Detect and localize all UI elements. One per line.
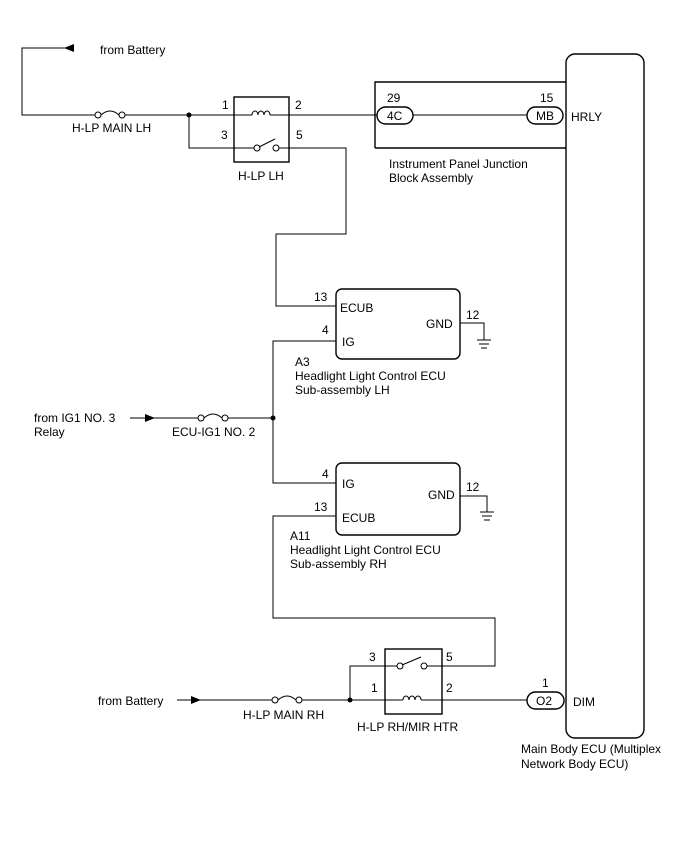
a11-name-line1: Headlight Light Control ECU [290, 543, 441, 557]
main-body-ecu: HRLY DIM Main Body ECU (Multiplex Networ… [521, 53, 661, 771]
a3-ecub-label: ECUB [340, 301, 373, 315]
pin-5-label: 5 [296, 128, 303, 142]
a11-code: A11 [290, 529, 311, 543]
relay-name-h-lp-lh: H-LP LH [238, 169, 284, 183]
ground-icon [477, 339, 491, 349]
connector-mb [526, 106, 564, 125]
ecu-a11-box [335, 462, 461, 536]
battery-wire-lh [21, 47, 95, 116]
a11-ig-label: IG [342, 477, 355, 491]
fuse-label-ecu-ig1: ECU-IG1 NO. 2 [172, 425, 256, 439]
wire-lh-ecub [275, 147, 347, 307]
main-body-ecu-box [565, 53, 645, 739]
pin-3-label: 3 [369, 650, 376, 664]
instrument-panel-junction-block: 29 4C 15 MB Instrument Panel Junction Bl… [374, 81, 566, 185]
relay-switch-icon [401, 656, 422, 666]
wire-ig-branch [272, 340, 336, 484]
switch-contact-left [396, 662, 404, 670]
pin-3-label: 3 [221, 128, 228, 142]
a11-name-line2: Sub-assembly RH [290, 557, 387, 571]
ecu-a11-rh: 4 IG 13 ECUB GND 12 A11 Headlight Light … [290, 462, 494, 571]
pin-15-label: 15 [540, 91, 554, 105]
from-battery-label-top: from Battery [100, 43, 165, 57]
connector-o2-group: 1 O2 [526, 676, 565, 710]
a11-ecub-label: ECUB [342, 511, 375, 525]
fuse-element-icon [277, 695, 297, 701]
battery-arrow-icon [64, 44, 74, 52]
wire-to-relay-pin3 [188, 115, 234, 149]
a3-code: A3 [295, 355, 310, 369]
from-battery-label-bottom: from Battery [98, 694, 163, 708]
relay-coil-icon [402, 695, 422, 701]
dim-label: DIM [573, 695, 595, 709]
a3-ground-wire [460, 322, 485, 340]
fuse-label-h-lp-main-rh: H-LP MAIN RH [243, 708, 324, 722]
ecu-a3-lh: 13 ECUB 4 IG GND 12 A3 Headlight Light C… [295, 288, 491, 397]
bottom-battery-feed: from Battery H-LP MAIN RH [98, 665, 385, 722]
relay-h-lp-rh-mir-htr: 3 5 1 2 H-LP RH/MIR HTR [357, 648, 458, 734]
fuse-terminal-right [221, 414, 229, 422]
a3-name-line1: Headlight Light Control ECU [295, 369, 446, 383]
a3-pin-4: 4 [322, 323, 329, 337]
ground-icon [480, 511, 494, 521]
pin-1-label: 1 [222, 98, 229, 112]
ecu-a3-box [335, 288, 461, 360]
switch-contact-left [253, 144, 261, 152]
battery-arrow-icon [191, 696, 201, 704]
fuse-label-h-lp-main-lh: H-LP MAIN LH [72, 121, 151, 135]
fuse-element-icon [203, 413, 223, 419]
main-ecu-name-line2: Network Body ECU) [521, 757, 628, 771]
a3-name-line2: Sub-assembly LH [295, 383, 390, 397]
hrly-label: HRLY [571, 110, 602, 124]
relay-box [233, 96, 290, 163]
connector-4c-label: 4C [387, 109, 403, 123]
top-battery-feed: from Battery [21, 43, 165, 116]
pin-2-label: 2 [295, 98, 302, 112]
connector-o2 [526, 691, 565, 710]
fuse-terminal-left [94, 111, 102, 119]
pin-29-label: 29 [387, 91, 401, 105]
a11-pin-12: 12 [466, 480, 480, 494]
a3-gnd-label: GND [426, 317, 453, 331]
main-ecu-name-line1: Main Body ECU (Multiplex [521, 742, 661, 756]
relay-coil-icon [251, 110, 271, 116]
connector-o2-label: O2 [536, 694, 552, 708]
relay-name-h-lp-rh: H-LP RH/MIR HTR [357, 720, 458, 734]
a3-ig-label: IG [342, 335, 355, 349]
ipjb-name-line1: Instrument Panel Junction [389, 157, 528, 171]
a11-gnd-label: GND [428, 488, 455, 502]
pin-1-label: 1 [371, 681, 378, 695]
dim-pin-1: 1 [542, 676, 549, 690]
ipjb-box [374, 81, 566, 148]
fuse-terminal-left [271, 696, 279, 704]
wire-to-relay-pin3 [349, 665, 385, 700]
connector-mb-label: MB [536, 109, 554, 123]
wire-rh-ecub [272, 515, 496, 667]
relay-switch-icon [258, 138, 276, 148]
pin-5-label: 5 [446, 650, 453, 664]
fuse-terminal-left [197, 414, 205, 422]
ipjb-name-line2: Block Assembly [389, 171, 473, 185]
fuse-element-icon [100, 110, 120, 116]
relay-h-lp-lh: 1 2 3 5 H-LP LH [221, 96, 303, 183]
a11-ground-wire [460, 495, 488, 512]
from-ig1-label-1: from IG1 NO. 3 [34, 411, 116, 425]
ig1-arrow-icon [145, 414, 155, 422]
fuse-terminal-right [295, 696, 303, 704]
a11-pin-13: 13 [314, 500, 328, 514]
ig1-feed: from IG1 NO. 3 Relay ECU-IG1 NO. 2 [34, 340, 336, 484]
relay-box [384, 648, 443, 715]
a3-pin-13: 13 [314, 290, 328, 304]
a11-pin-4: 4 [322, 467, 329, 481]
from-ig1-label-2: Relay [34, 425, 65, 439]
a3-pin-12: 12 [466, 308, 480, 322]
pin-2-label: 2 [446, 681, 453, 695]
fuse-h-lp-main-lh: H-LP MAIN LH [72, 110, 151, 135]
fuse-terminal-right [118, 111, 126, 119]
